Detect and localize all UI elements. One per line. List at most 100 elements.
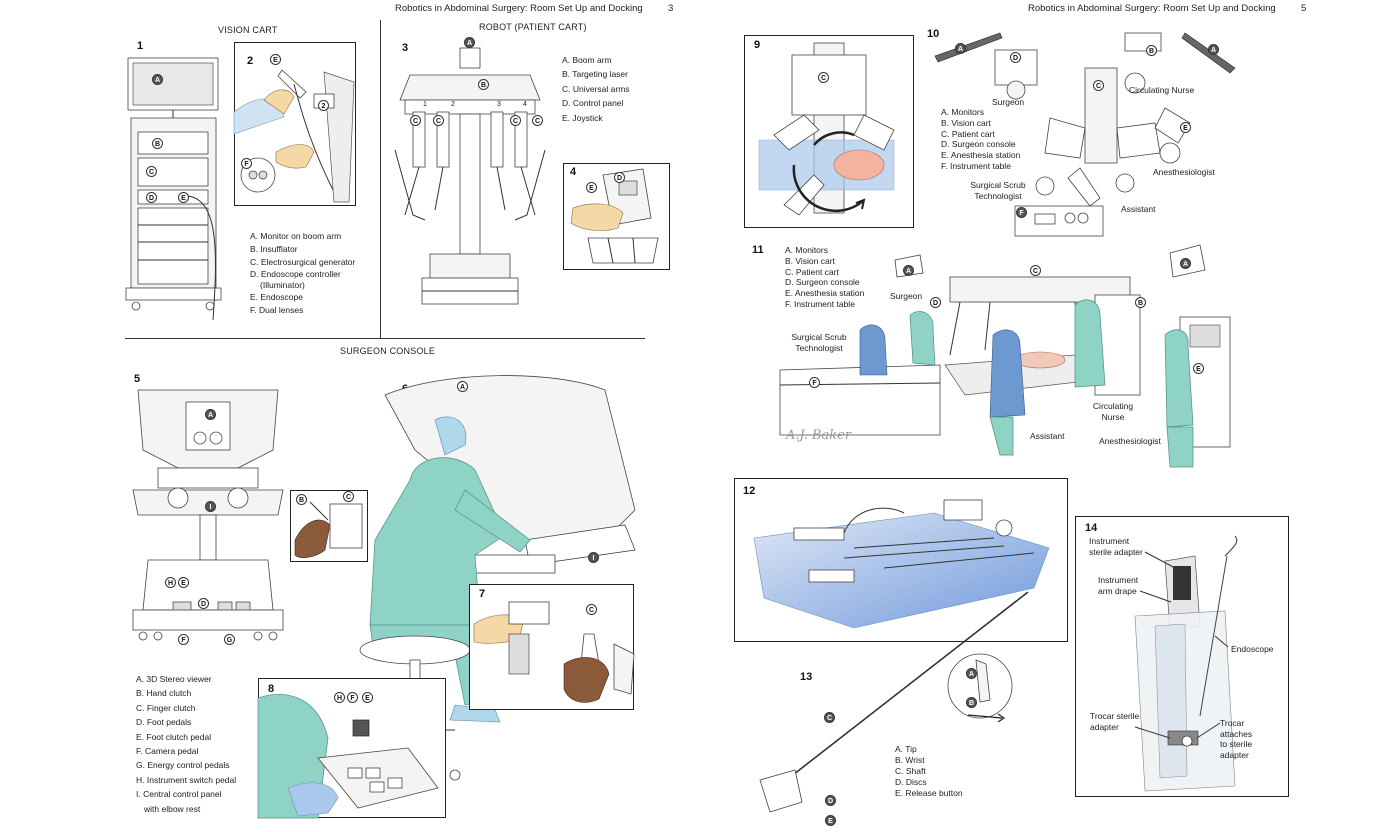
label-circulating-nurse-fig10: Circulating Nurse: [1129, 85, 1195, 95]
callout-d-console-fig11: D: [930, 297, 941, 308]
legend-item: C. Electrosurgical generator: [250, 257, 356, 267]
callout-c-arm-1: C: [410, 115, 421, 126]
legend-item: A. 3D Stereo viewer: [136, 674, 212, 684]
sterile-adapter-illustration: [1134, 535, 1238, 792]
endoscope-handling-illustration: [233, 69, 355, 203]
label-line: to sterile: [1220, 739, 1253, 749]
figure-number-12: 12: [743, 485, 756, 497]
arm-number-3: 3: [497, 101, 501, 108]
callout-c-finger-clutch: C: [343, 491, 354, 502]
figure-number-14: 14: [1085, 522, 1098, 534]
section-divider-vertical: [380, 20, 381, 338]
callout-c-patient-cart-fig9: C: [818, 72, 829, 83]
callout-e-endoscope: E: [178, 192, 189, 203]
legend-item: F. Camera pedal: [136, 746, 199, 757]
label-trocar-attaches: Trocar attaches to sterile adapter: [1220, 718, 1252, 760]
label-arm-drape: Instrument arm drape: [1098, 575, 1138, 596]
label-line: sterile adapter: [1089, 546, 1143, 557]
legend-item: E. Anesthesia station: [785, 288, 865, 299]
legend-item: C. Patient cart: [941, 128, 995, 139]
callout-i-panel-fig6: I: [588, 552, 599, 563]
legend-item: (Illuminator): [260, 280, 305, 290]
label-line: Trocar sterile: [1090, 711, 1140, 721]
legend-item: B. Vision cart: [785, 255, 835, 266]
hand-clutch-illustration: [294, 501, 363, 559]
foot-pedals-illustration: [257, 694, 439, 819]
legend-item: D. Surgeon console: [785, 277, 860, 288]
legend-item: B. Vision cart: [941, 117, 991, 128]
legend-item: E. Foot clutch pedal: [136, 731, 212, 742]
callout-e-fig8: E: [362, 692, 373, 703]
robotic-instrument-illustration: [759, 591, 1029, 813]
callout-a-stereo-viewer: A: [205, 409, 216, 420]
figure-number-3: 3: [402, 42, 409, 54]
label-line: arm drape: [1098, 585, 1137, 596]
legend-item: E. Release button: [895, 788, 963, 798]
callout-d-console-fig10: D: [1010, 52, 1021, 63]
legend-item: D. Surgeon console: [941, 139, 1016, 150]
callout-d-foot-pedals: D: [198, 598, 209, 609]
legend-figure-1: A. Monitor on boom arm B. Insufflator C.…: [250, 230, 355, 317]
control-panel-joystick-illustration: [570, 168, 659, 264]
label-endoscope-fig14: Endoscope: [1231, 644, 1274, 654]
label-trocar-sterile-adapter: Trocar sterile adapter: [1090, 711, 1139, 732]
label-line: Nurse: [1101, 411, 1125, 422]
legend-figure-13: A. Tip B. Wrist C. Shaft D. Discs E. Rel…: [895, 744, 963, 799]
master-controller-illustration: [473, 601, 635, 703]
label-line: Trocar: [1220, 718, 1245, 728]
legend-item: G. Energy control pedals: [136, 760, 230, 771]
label-surgeon-fig10: Surgeon: [992, 97, 1025, 107]
vision-cart-illustration: [125, 57, 222, 321]
callout-2-arm: 2: [318, 100, 329, 111]
label-assistant-fig10: Assistant: [1121, 204, 1156, 214]
legend-item: C. Patient cart: [785, 266, 839, 277]
callout-f-dual-lenses: F: [241, 158, 252, 169]
label-surgeon-fig11: Surgeon: [890, 291, 923, 301]
label-sterile-adapter: Instrument sterile adapter: [1089, 536, 1143, 557]
figure-number-9: 9: [754, 39, 761, 51]
legend-item: D. Control panel: [562, 98, 624, 109]
callout-a-monitor: A: [152, 74, 163, 85]
label-assistant-fig11: Assistant: [1030, 431, 1065, 441]
callout-b-vision-cart-fig10: B: [1146, 45, 1157, 56]
legend-item: F. Instrument table: [941, 160, 1011, 171]
callout-b-insufflator: B: [152, 138, 163, 149]
figure-number-4: 4: [570, 166, 577, 178]
legend-item: B. Targeting laser: [562, 69, 628, 80]
label-line: adapter: [1220, 749, 1249, 760]
legend-item: D. Foot pedals: [136, 717, 192, 728]
callout-h-fig8: H: [334, 692, 345, 703]
figure-number-11: 11: [752, 244, 764, 256]
callout-h-instrument-pedal: H: [165, 577, 176, 588]
label-line: Surgical Scrub: [970, 180, 1026, 190]
callout-e-endoscope-fig2: E: [270, 54, 281, 65]
callout-a-boom-arm: A: [464, 37, 475, 48]
figure-number-7: 7: [479, 588, 486, 600]
arm-number-4: 4: [523, 101, 527, 108]
legend-item: B. Insufflator: [250, 244, 298, 254]
legend-item: E. Joystick: [562, 112, 603, 123]
legend-item: with elbow rest: [144, 803, 201, 814]
callout-e-release-button: E: [825, 815, 836, 826]
callout-e-anesthesia-fig11: E: [1193, 363, 1204, 374]
callout-e-joystick: E: [586, 182, 597, 193]
callout-d-control-panel: D: [614, 172, 625, 183]
docking-overhead-illustration: [758, 42, 895, 216]
callout-c-arm-2: C: [433, 115, 444, 126]
fig14-leader-lines: [1134, 551, 1229, 739]
callout-e-anesthesia-fig10: E: [1180, 122, 1191, 133]
label-line: Technologist: [974, 190, 1022, 201]
label-circulating-nurse-fig11: Circulating Nurse: [1088, 401, 1138, 422]
left-page-running-head: Robotics in Abdominal Surgery: Room Set …: [395, 3, 643, 14]
figure-number-8: 8: [268, 683, 275, 695]
label-line: Instrument: [1089, 536, 1130, 546]
surgeon-console-front-illustration: [132, 389, 284, 641]
callout-a-monitor-left-fig10: A: [955, 43, 966, 54]
arm-number-1: 1: [423, 101, 427, 108]
callout-g-energy-pedals: G: [224, 634, 235, 645]
figure-7-panel: [469, 584, 634, 710]
legend-figure-3: A. Boom arm B. Targeting laser C. Univer…: [562, 53, 630, 125]
callout-c-arm-3: C: [510, 115, 521, 126]
callout-a-monitor-right-fig10: A: [1208, 44, 1219, 55]
callout-f-fig8: F: [347, 692, 358, 703]
